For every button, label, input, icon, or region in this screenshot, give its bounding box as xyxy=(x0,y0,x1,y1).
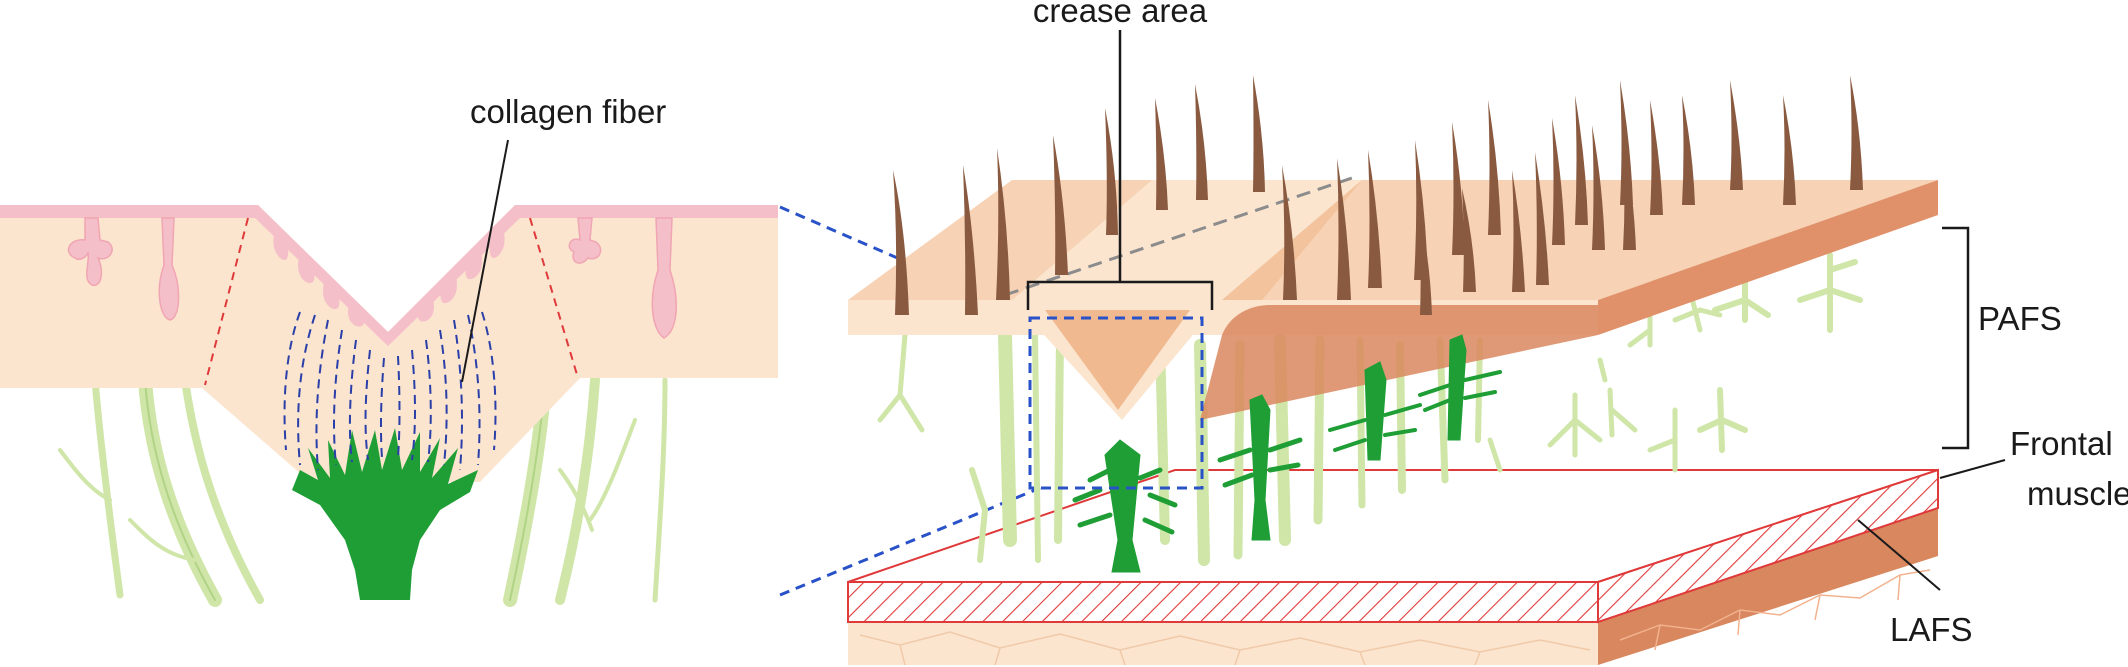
frontal-muscle-leader xyxy=(1939,459,2006,479)
frontal-muscle-front xyxy=(847,581,1599,623)
left-rete-ridges xyxy=(273,228,505,327)
lafs-layer xyxy=(848,508,1938,666)
pafs-fibers-dark xyxy=(1072,334,1502,573)
collagen-fiber-leader xyxy=(461,139,509,383)
pafs-bracket xyxy=(1942,226,1970,450)
left-dark-fiber-bundle xyxy=(292,428,478,600)
frontal-muscle-label-line2: muscle xyxy=(2027,475,2128,512)
crease-groove-top xyxy=(1012,180,1362,300)
pafs-side-face xyxy=(1598,180,1938,335)
lafs-leader xyxy=(1857,519,1941,591)
right-3d-block: crease area PAFS Frontal muscle LAFS xyxy=(847,0,2128,666)
hair-shafts xyxy=(893,75,1863,315)
frontal-muscle-side xyxy=(1597,468,1939,624)
left-cross-section: collagen fiber xyxy=(0,93,778,607)
lafs-label: LAFS xyxy=(1890,611,1973,648)
crease-area-label: crease area xyxy=(1033,0,1208,29)
crease-groove-inner xyxy=(1045,310,1190,410)
crease-area-bracket xyxy=(1026,30,1214,310)
frontal-muscle-label-line1: Frontal xyxy=(2010,425,2113,462)
pafs-label: PAFS xyxy=(1978,300,2062,337)
crease-wall xyxy=(1200,305,1598,420)
crease-dashed-line xyxy=(1004,176,1353,297)
collagen-fiber-label: collagen fiber xyxy=(470,93,666,130)
left-red-dashes xyxy=(204,217,579,386)
left-glands xyxy=(67,217,677,339)
zoom-box xyxy=(1028,316,1204,490)
